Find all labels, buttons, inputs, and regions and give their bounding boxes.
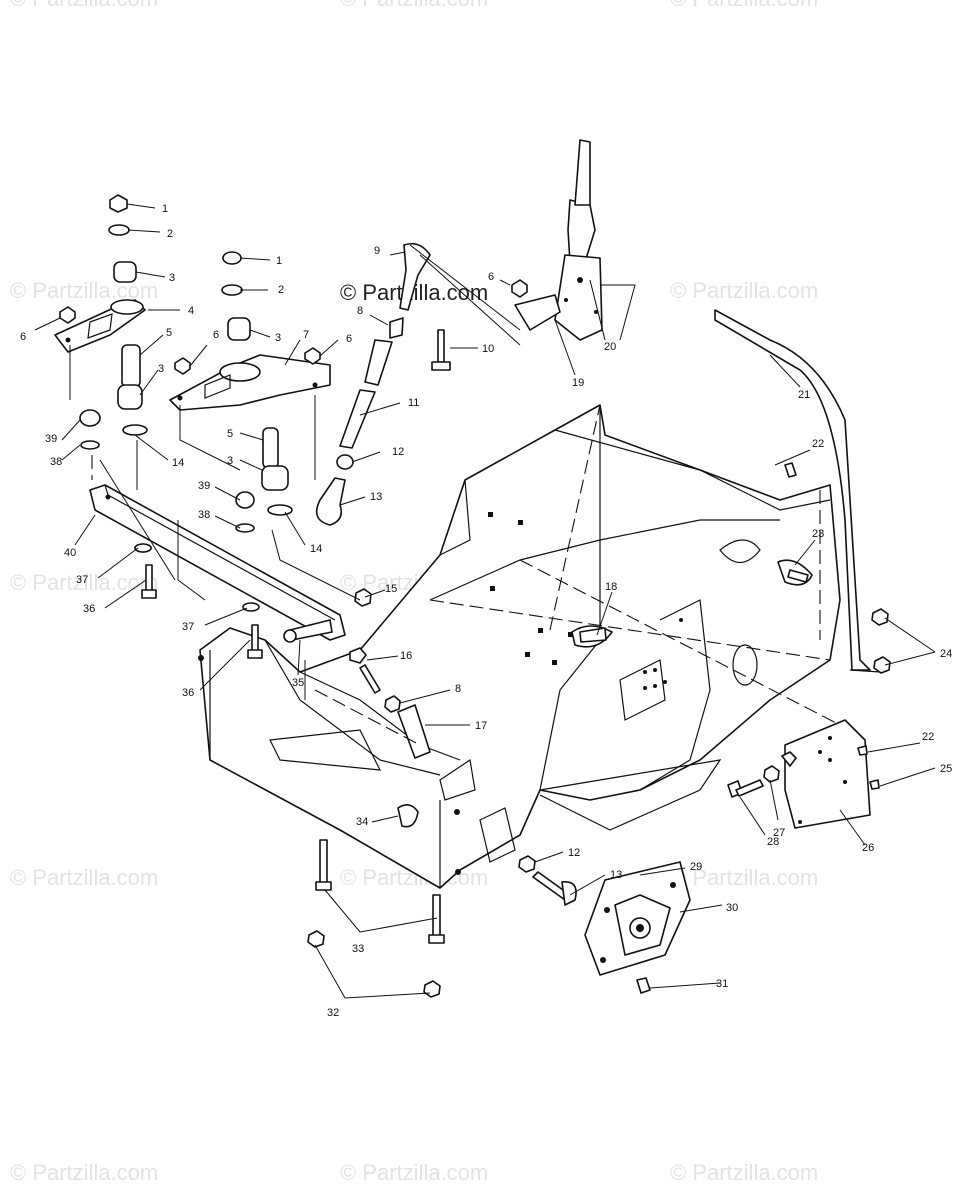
callout-16: 16 [400, 650, 412, 662]
callout-labels: 1 2 3 4 5 3 6 39 38 14 1 2 3 6 7 6 5 3 3… [20, 203, 952, 1019]
watermark: © Partzilla.com [10, 0, 158, 11]
callout-31: 31 [716, 978, 728, 990]
watermark: © Partzilla.com [670, 278, 818, 303]
tie-bar [89, 484, 346, 643]
mount-plate [784, 719, 871, 829]
callout-1: 1 [162, 203, 168, 215]
callout-27: 27 [773, 827, 785, 839]
callout-25: 25 [940, 763, 952, 775]
watermark: © Partzilla.com [10, 570, 158, 595]
callout-34: 34 [356, 816, 368, 828]
watermark: © Partzilla.com [10, 865, 158, 890]
callout-40: 40 [64, 547, 76, 559]
callout-8: 8 [357, 305, 363, 317]
watermark: © Partzilla.com [670, 0, 818, 11]
callout-33: 33 [352, 943, 364, 955]
callout-26: 26 [862, 842, 874, 854]
steering-arm-center [169, 251, 331, 533]
alignment-lines [69, 345, 841, 746]
callout-13: 13 [370, 491, 382, 503]
callout-22: 22 [812, 438, 824, 450]
callout-12: 12 [392, 446, 404, 458]
callout-29: 29 [690, 861, 702, 873]
callout-13: 13 [610, 869, 622, 881]
callout-11: 11 [408, 397, 419, 409]
callout-19: 19 [572, 377, 584, 389]
bumper-tube [714, 309, 881, 673]
callout-8: 8 [455, 683, 461, 695]
callout-38: 38 [198, 509, 210, 521]
callout-4: 4 [188, 305, 194, 317]
watermark: © Partzilla.com [670, 1160, 818, 1185]
leader-lines [34, 203, 936, 999]
callout-9: 9 [374, 245, 380, 257]
steering-post [554, 139, 603, 341]
callout-6: 6 [346, 333, 352, 345]
callout-39: 39 [198, 480, 210, 492]
watermark: © Partzilla.com [10, 1160, 158, 1185]
watermark: © Partzilla.com [340, 1160, 488, 1185]
callout-6: 6 [20, 331, 26, 343]
watermark: © Partzilla.com [10, 278, 158, 303]
callout-39: 39 [45, 433, 57, 445]
callout-7: 7 [303, 329, 309, 341]
callout-36: 36 [182, 687, 194, 699]
callout-30: 30 [726, 902, 738, 914]
callout-18: 18 [605, 581, 617, 593]
callout-32: 32 [327, 1007, 339, 1019]
callout-12: 12 [568, 847, 580, 859]
callout-14: 14 [172, 457, 184, 469]
callout-3: 3 [275, 332, 281, 344]
callout-37: 37 [76, 574, 88, 586]
motor-mount [584, 861, 691, 976]
frame-body [198, 404, 841, 889]
callout-6: 6 [488, 271, 494, 283]
callout-15: 15 [385, 583, 397, 595]
callout-5: 5 [166, 327, 172, 339]
callout-37: 37 [182, 621, 194, 633]
callout-21: 21 [798, 389, 810, 401]
callout-24: 24 [940, 648, 952, 660]
callout-3: 3 [227, 455, 233, 467]
callout-3: 3 [169, 272, 175, 284]
watermark: © Partzilla.com [670, 865, 818, 890]
callout-5: 5 [227, 428, 233, 440]
callout-2: 2 [167, 228, 173, 240]
callout-35: 35 [292, 677, 304, 689]
callout-38: 38 [50, 456, 62, 468]
callout-14: 14 [310, 543, 322, 555]
callout-10: 10 [482, 343, 494, 355]
callout-1: 1 [276, 255, 282, 267]
tie-rods [315, 242, 561, 526]
callout-20: 20 [604, 341, 616, 353]
watermark: © Partzilla.com [340, 0, 488, 11]
callout-6: 6 [213, 329, 219, 341]
callout-36: 36 [83, 603, 95, 615]
callout-22: 22 [922, 731, 934, 743]
callout-23: 23 [812, 528, 824, 540]
hardware [134, 462, 891, 998]
callout-28: 28 [767, 836, 779, 848]
callout-17: 17 [475, 720, 487, 732]
steering-arm-left [54, 194, 148, 450]
callout-3: 3 [158, 363, 164, 375]
callout-2: 2 [278, 284, 284, 296]
